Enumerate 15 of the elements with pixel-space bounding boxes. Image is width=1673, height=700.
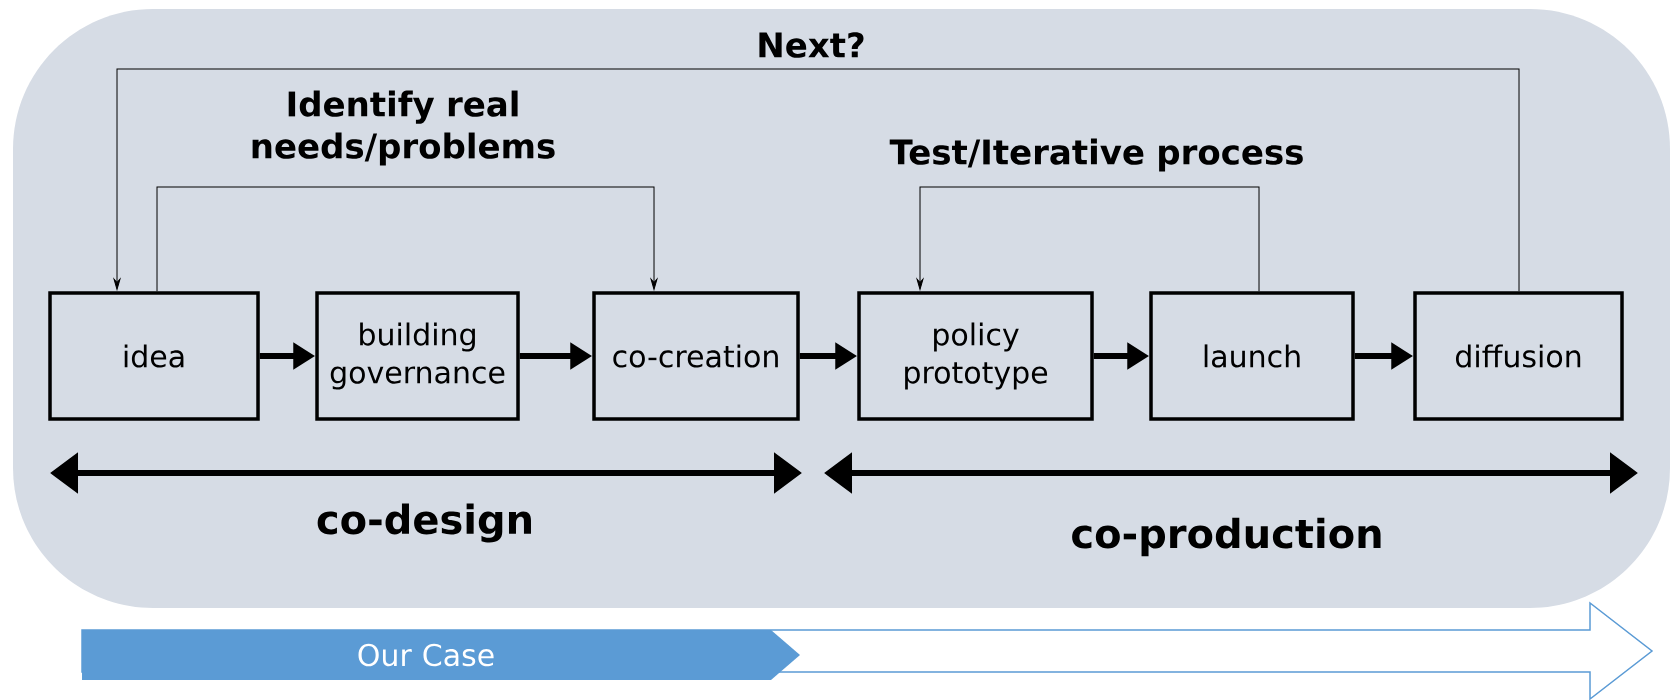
process-box: co-creation bbox=[592, 291, 800, 421]
edge-label: Next? bbox=[759, 32, 864, 58]
process-box: launch bbox=[1149, 291, 1355, 421]
arrow bbox=[113, 68, 1520, 292]
arrow bbox=[156, 186, 658, 292]
process-box: building governance bbox=[315, 291, 520, 421]
process-box: policy prototype bbox=[857, 291, 1094, 421]
case-banner: Our Case bbox=[82, 630, 800, 680]
edge-label: Test/Iterative process bbox=[889, 138, 1303, 172]
process-box: idea bbox=[48, 291, 260, 421]
phase-label: co-production bbox=[1072, 517, 1381, 557]
edge-label: Identify real needs/problems bbox=[252, 90, 555, 166]
phase-label: co-design bbox=[317, 503, 531, 543]
arrow bbox=[916, 186, 1260, 292]
process-box: diffusion bbox=[1413, 291, 1624, 421]
